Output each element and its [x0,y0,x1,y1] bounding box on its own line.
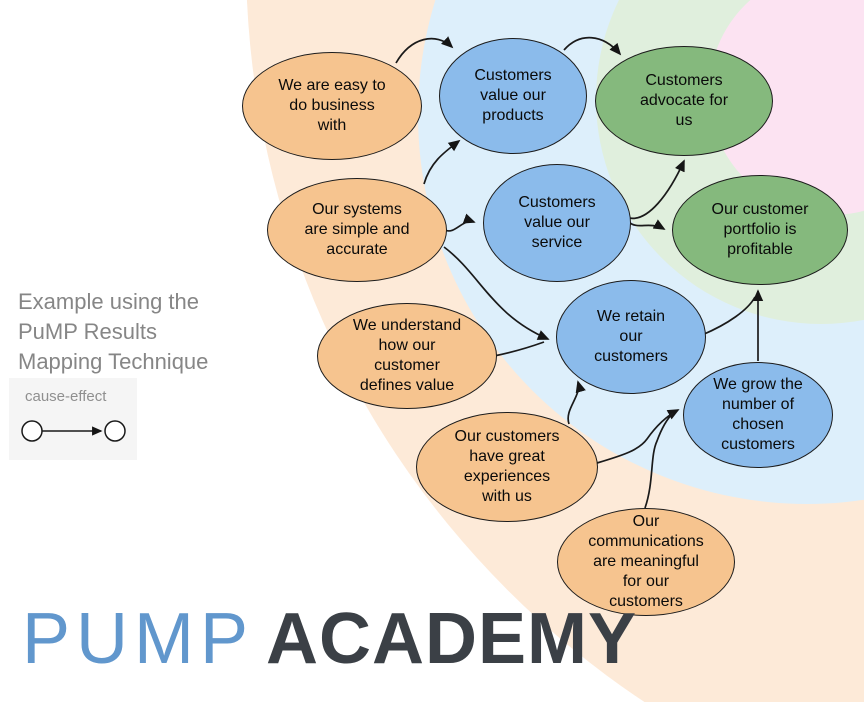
node-products: Customers value our products [439,38,587,154]
arrow-service-to-portfolio [628,219,666,230]
node-understand: We understand how our customer defines v… [317,303,497,409]
cause-effect-arrow-icon [21,420,126,442]
node-communications: Our communications are meaningful for ou… [557,508,735,616]
arrow-retain-to-portfolio [701,296,756,336]
logo-letter-p1: P [22,599,77,679]
node-systems: Our systems are simple and accurate [267,178,447,282]
arrow-service-to-advocate [628,159,685,220]
arrow-experiences-to-grow [596,409,680,464]
node-service: Customers value our service [483,164,631,282]
arrow-understand-to-retain [493,341,545,357]
logo-academy: ACADEMY [266,599,638,679]
logo-letter-u: U [76,599,135,679]
arrow-systems-to-retain [443,246,550,340]
node-portfolio: Our customer portfolio is profitable [672,175,848,285]
cause-effect-legend: cause-effect [9,378,137,460]
node-retain: We retain our customers [556,280,706,394]
arrow-systems-to-service [444,213,476,232]
arrow-communications-to-grow [644,412,674,509]
arrow-systems-to-products [423,139,461,185]
arrow-products-to-advocate [563,36,622,56]
node-advocate: Customers advocate for us [595,46,773,156]
legend-label: cause-effect [25,388,107,405]
arrow-easy-to-products [395,36,454,64]
logo-pump: PUMP [22,599,254,679]
node-experiences: Our customers have great experiences wit… [416,412,598,522]
arrow-experiences-to-retain [567,380,586,425]
node-grow: We grow the number of chosen customers [683,362,833,468]
caption: Example using the PuMP Results Mapping T… [18,289,209,374]
node-easy: We are easy to do business with [242,52,422,160]
logo-letters-mp: MP [134,599,255,679]
